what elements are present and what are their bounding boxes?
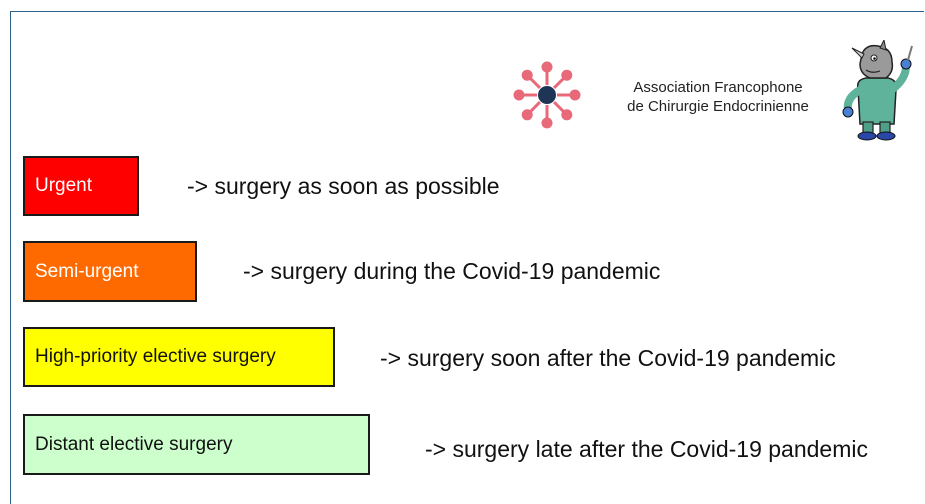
- logo-node: [522, 70, 533, 81]
- logo-node: [570, 90, 581, 101]
- category-box-semi-urgent: Semi-urgent: [23, 241, 197, 302]
- logo-node: [514, 90, 525, 101]
- category-box-distant-elective: Distant elective surgery: [23, 414, 370, 475]
- category-label-high-priority: High-priority elective surgery: [35, 346, 276, 368]
- category-box-urgent: Urgent: [23, 156, 139, 216]
- logo-node: [522, 109, 533, 120]
- logo-node: [561, 70, 572, 81]
- category-description-distant-elective: -> surgery late after the Covid-19 pande…: [425, 436, 868, 463]
- organization-name-line1: Association Francophone: [608, 78, 828, 97]
- category-description-high-priority: -> surgery soon after the Covid-19 pande…: [380, 345, 836, 372]
- logo-node: [542, 118, 553, 129]
- category-description-urgent: -> surgery as soon as possible: [187, 173, 500, 200]
- logo-node: [542, 62, 553, 73]
- logo-node: [561, 109, 572, 120]
- organization-name: Association Francophone de Chirurgie End…: [608, 78, 828, 116]
- network-node-icon: [509, 57, 585, 133]
- rhino-surgeon-mascot-icon: [836, 40, 916, 142]
- category-label-urgent: Urgent: [35, 175, 92, 197]
- category-label-distant-elective: Distant elective surgery: [35, 434, 232, 456]
- category-box-high-priority: High-priority elective surgery: [23, 327, 335, 387]
- category-description-semi-urgent: -> surgery during the Covid-19 pandemic: [243, 258, 660, 285]
- category-label-semi-urgent: Semi-urgent: [35, 261, 139, 283]
- organization-name-line2: de Chirurgie Endocrinienne: [608, 97, 828, 116]
